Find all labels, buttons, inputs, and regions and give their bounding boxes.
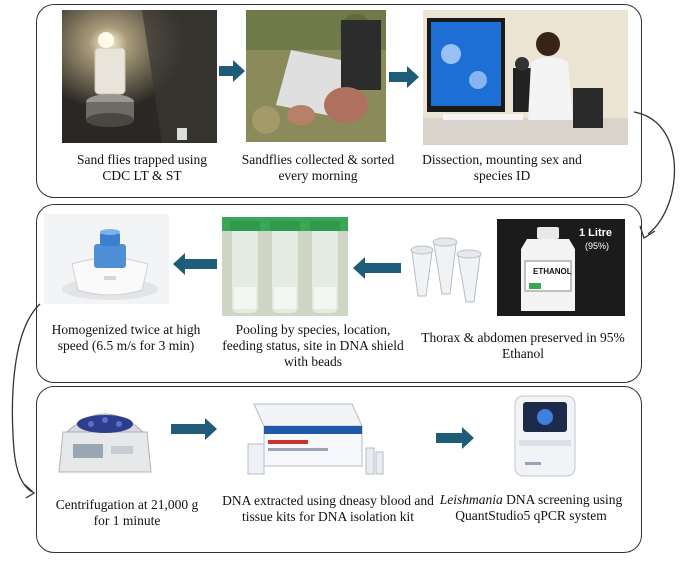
caption-leishmania-italic: Leishmania (439, 492, 503, 507)
photo-dneasy-kit (244, 396, 386, 480)
caption-sand-flies-trapped: Sand flies trapped using CDC LT & ST (76, 152, 208, 183)
connector-row1-to-row2 (633, 111, 676, 239)
bottle-volume-label: 1 Litre (579, 227, 613, 239)
photo-pooled-tubes (222, 217, 348, 316)
arrow-step2-to-step3 (389, 66, 419, 88)
photo-centrifuge (55, 392, 155, 478)
caption-thorax-abdomen: Thorax & abdomen preserved in 95% Ethano… (421, 330, 625, 361)
arrow-step1-to-step2 (219, 60, 245, 82)
bottle-ethanol-label: ETHANOL (533, 267, 572, 276)
arrow-step4-to-step5 (353, 257, 401, 279)
photo-ethanol-bottle: 1 Litre (95%) ETHANOL (497, 219, 625, 316)
caption-sandflies-collected: Sandflies collected & sorted every morni… (241, 152, 395, 183)
caption-pooling: Pooling by species, location, feeding st… (222, 322, 404, 369)
photo-cdc-light-trap (62, 10, 217, 143)
photo-homogenizer (44, 214, 169, 304)
caption-dna-extracted: DNA extracted using dneasy blood and tis… (222, 493, 434, 524)
connector-row2-to-row3 (11, 303, 41, 499)
photo-microcentrifuge-tubes (404, 236, 492, 308)
caption-dissection-mounting: Dissection, mounting sex and species ID (422, 152, 582, 183)
photo-quantstudio5 (505, 392, 585, 480)
caption-leishmania-screening: Leishmania DNA screening using QuantStud… (428, 492, 634, 524)
photo-dissection-microscope (423, 10, 628, 145)
arrow-step7-to-step8 (171, 418, 217, 440)
caption-screening-rest: DNA screening using QuantStudio5 qPCR sy… (455, 492, 623, 523)
arrow-step5-to-step6 (173, 253, 217, 275)
caption-homogenized: Homogenized twice at high speed (6.5 m/s… (51, 322, 201, 353)
arrow-step8-to-step9 (436, 427, 474, 449)
photo-collecting-sandflies (246, 10, 386, 142)
bottle-percent-label: (95%) (585, 241, 610, 251)
caption-centrifugation: Centrifugation at 21,000 g for 1 minute (55, 497, 199, 528)
